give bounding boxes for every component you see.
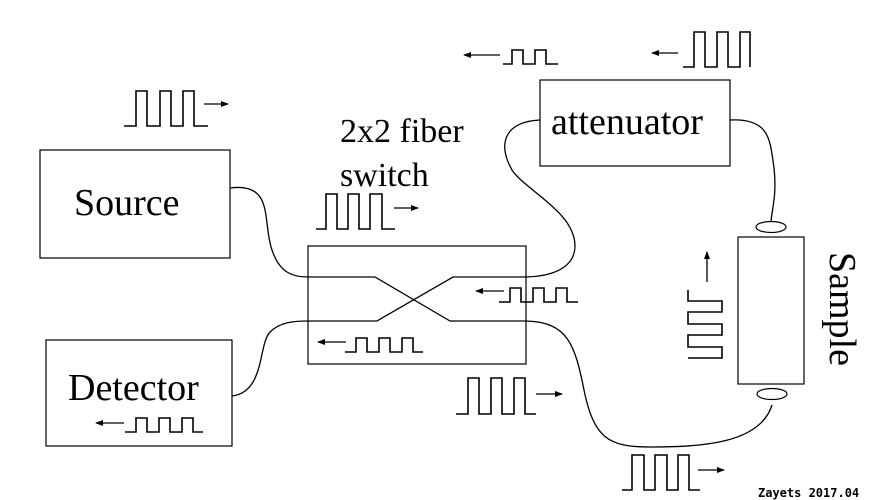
pulse-train-switch-in <box>316 193 395 230</box>
pulse-train-switch-return <box>499 287 578 303</box>
lens-bottom-icon <box>756 387 788 401</box>
switch-label-line1: 2x2 fiber <box>340 113 464 150</box>
fiber-switch-attenuator <box>504 119 576 278</box>
sample-box <box>737 236 805 385</box>
fiber-detector-switch <box>231 320 309 397</box>
source-label: Source <box>74 182 180 224</box>
pulse-train-detector <box>125 417 203 433</box>
pulse-train-top-right <box>683 31 751 68</box>
pulse-train-sample <box>687 290 723 359</box>
detector-label: Detector <box>68 367 199 409</box>
pulse-train-switch-out <box>345 337 423 353</box>
pulse-train-bottom-mid <box>456 377 536 415</box>
fiber-source-switch <box>229 186 309 278</box>
fiber-switch-sample <box>525 320 773 448</box>
pulse-train-top-left <box>124 90 208 127</box>
pulse-train-bottom-right <box>622 454 700 491</box>
attenuator-label: attenuator <box>551 101 703 143</box>
detector-box <box>45 339 233 447</box>
switch-label-line2: switch <box>340 157 429 194</box>
switch-path-a <box>308 276 526 322</box>
attenuator-box <box>539 79 731 167</box>
switch-box <box>307 245 527 365</box>
fiber-attenuator-sample <box>729 119 776 223</box>
sample-label: Sample <box>821 252 863 366</box>
source-box <box>39 149 231 259</box>
pulse-train-top-small <box>503 49 558 65</box>
switch-path-b <box>308 276 526 322</box>
signature-text: Zayets 2017.04 <box>758 486 859 500</box>
lens-top-icon <box>755 220 787 234</box>
